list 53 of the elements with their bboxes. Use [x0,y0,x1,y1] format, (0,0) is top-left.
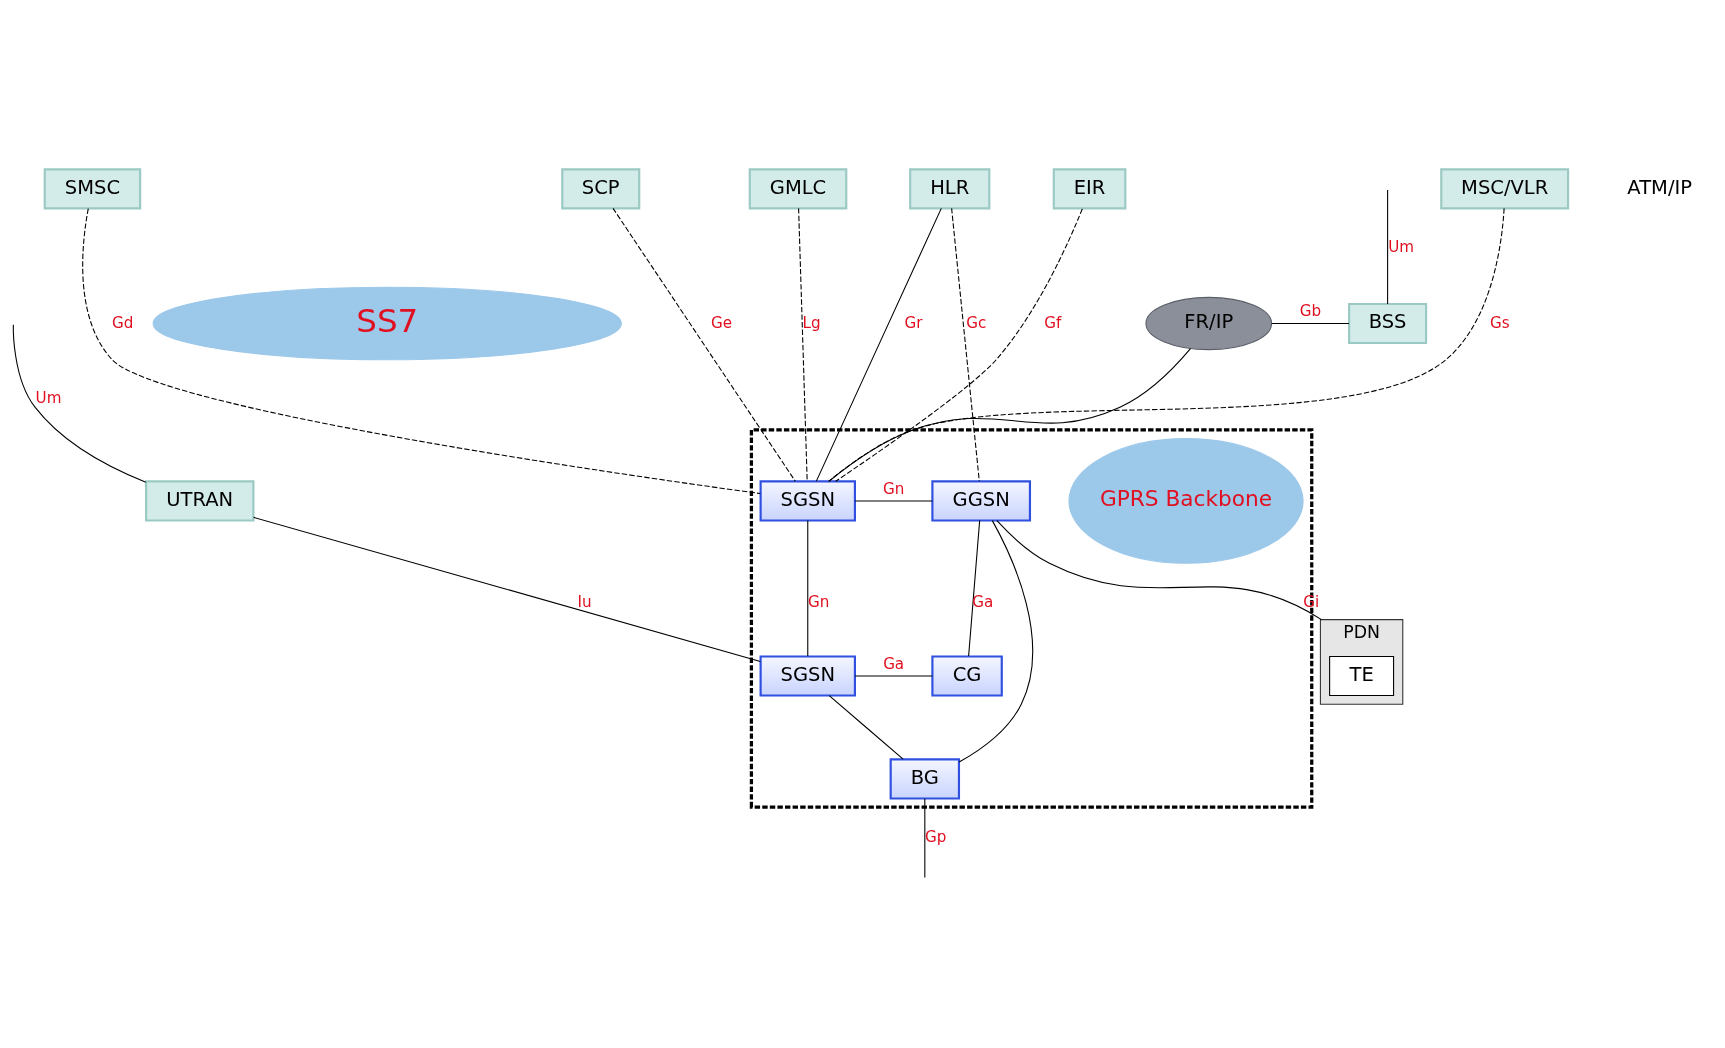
node-box: SGSN [759,655,856,697]
connector [807,520,809,657]
node-box: MSC/VLR [1440,168,1570,210]
node-box: SMSC [43,168,142,210]
edge-label: Um [35,389,62,408]
connector [82,208,761,495]
connector [835,208,1083,482]
node-box: TE [1329,655,1395,697]
edge-label: Gs [1489,313,1510,332]
node-box: GMLC [748,168,848,210]
node-box: SCP [561,168,641,210]
node-box: BSS [1348,302,1428,345]
connector [828,348,1191,482]
connector [815,207,942,482]
edge-label: Ge [711,313,733,332]
node-ellipse: GPRS Backbone [1068,438,1304,564]
connector [798,207,808,482]
edge-label: Gr [904,313,923,332]
edge-label: Gf [1044,313,1062,332]
connector [1387,189,1389,305]
connector [253,516,761,662]
edge-label: Gn [882,479,905,498]
connector [828,695,904,760]
edge-label: Ga [883,654,905,673]
node-box: SGSN [759,480,856,522]
connector [12,324,147,483]
node-box: BG [889,758,961,800]
connector [968,520,981,657]
node-box: EIR [1052,168,1127,210]
connector [951,207,980,482]
edge-label: Gi [1303,592,1320,611]
connector [828,207,1505,482]
edge-label: Um [1388,237,1415,256]
edge-label: Gp [924,828,947,847]
node-box: GGSN [931,480,1032,522]
node-box: HLR [909,168,991,210]
edge-label: Lg [802,313,821,332]
node-ellipse: SS7 [152,286,622,361]
node-box: UTRAN [145,480,255,522]
node-ellipse: FR/IP [1145,296,1273,351]
edge-label: Iu [577,592,592,611]
connector [958,520,1034,763]
edge-label: Ga [972,592,994,611]
edge-label: Gn [807,592,830,611]
connector [924,798,926,878]
connector [612,207,796,482]
edge-label: Gb [1299,302,1322,321]
connector [1271,322,1350,325]
edge-label: Gd [112,313,134,332]
connector [996,520,1323,621]
label: ATM/IP [1627,175,1692,199]
node-box: CG [931,655,1003,697]
edge-label: Gc [966,313,987,332]
